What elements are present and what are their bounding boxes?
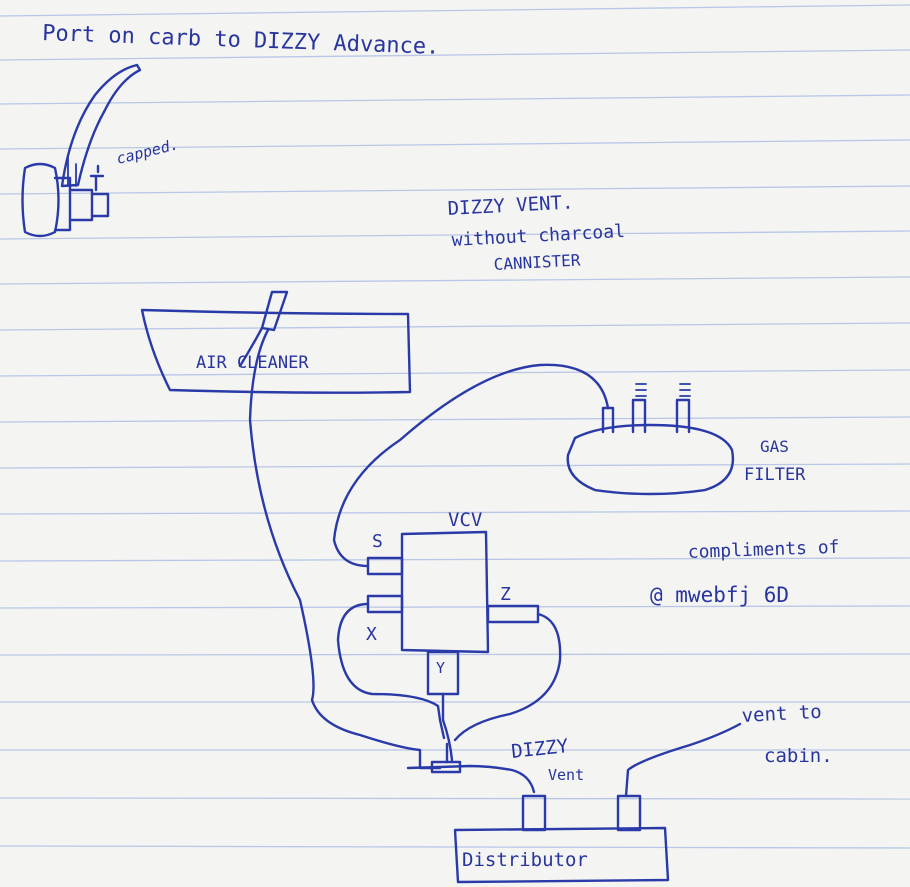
distributor xyxy=(453,794,670,884)
port-x-label: X xyxy=(366,624,377,645)
gas-filter xyxy=(566,383,735,496)
air-cleaner xyxy=(140,290,412,394)
gas-filter-label-line2: FILTER xyxy=(744,465,806,485)
dizzy-vent-label-line2: Vent xyxy=(548,766,584,784)
compliments-line1: compliments of xyxy=(687,537,839,563)
dizzy-vent-label-line1: DIZZY xyxy=(510,735,570,763)
carb-port-sketch xyxy=(21,63,142,238)
ruled-lines xyxy=(0,4,910,849)
title-note: Port on carb to DIZZY Advance. xyxy=(42,21,440,60)
vcv-label: VCV xyxy=(448,509,482,531)
port-z-label: Z xyxy=(500,584,511,605)
compliments-line2: @ mwebfj 6D xyxy=(650,583,789,607)
hoses xyxy=(248,328,742,798)
gas-filter-label-line1: GAS xyxy=(760,437,789,456)
vcv-valve xyxy=(366,530,540,696)
dizzy-vent-note-line2: without charcoal xyxy=(451,221,625,251)
dizzy-vent-note-line1: DIZZY VENT. xyxy=(447,191,574,220)
distributor-label: Distributor xyxy=(462,849,588,871)
vent-to-cabin-line1: vent to xyxy=(741,701,822,727)
air-cleaner-label: AIR CLEANER xyxy=(196,353,309,373)
dizzy-vent-note-line3: CANNISTER xyxy=(493,250,581,274)
capped-note: capped. xyxy=(115,135,181,168)
port-s-label: S xyxy=(372,531,383,552)
vent-to-cabin-line2: cabin. xyxy=(764,745,833,767)
port-y-label: Y xyxy=(436,659,445,677)
